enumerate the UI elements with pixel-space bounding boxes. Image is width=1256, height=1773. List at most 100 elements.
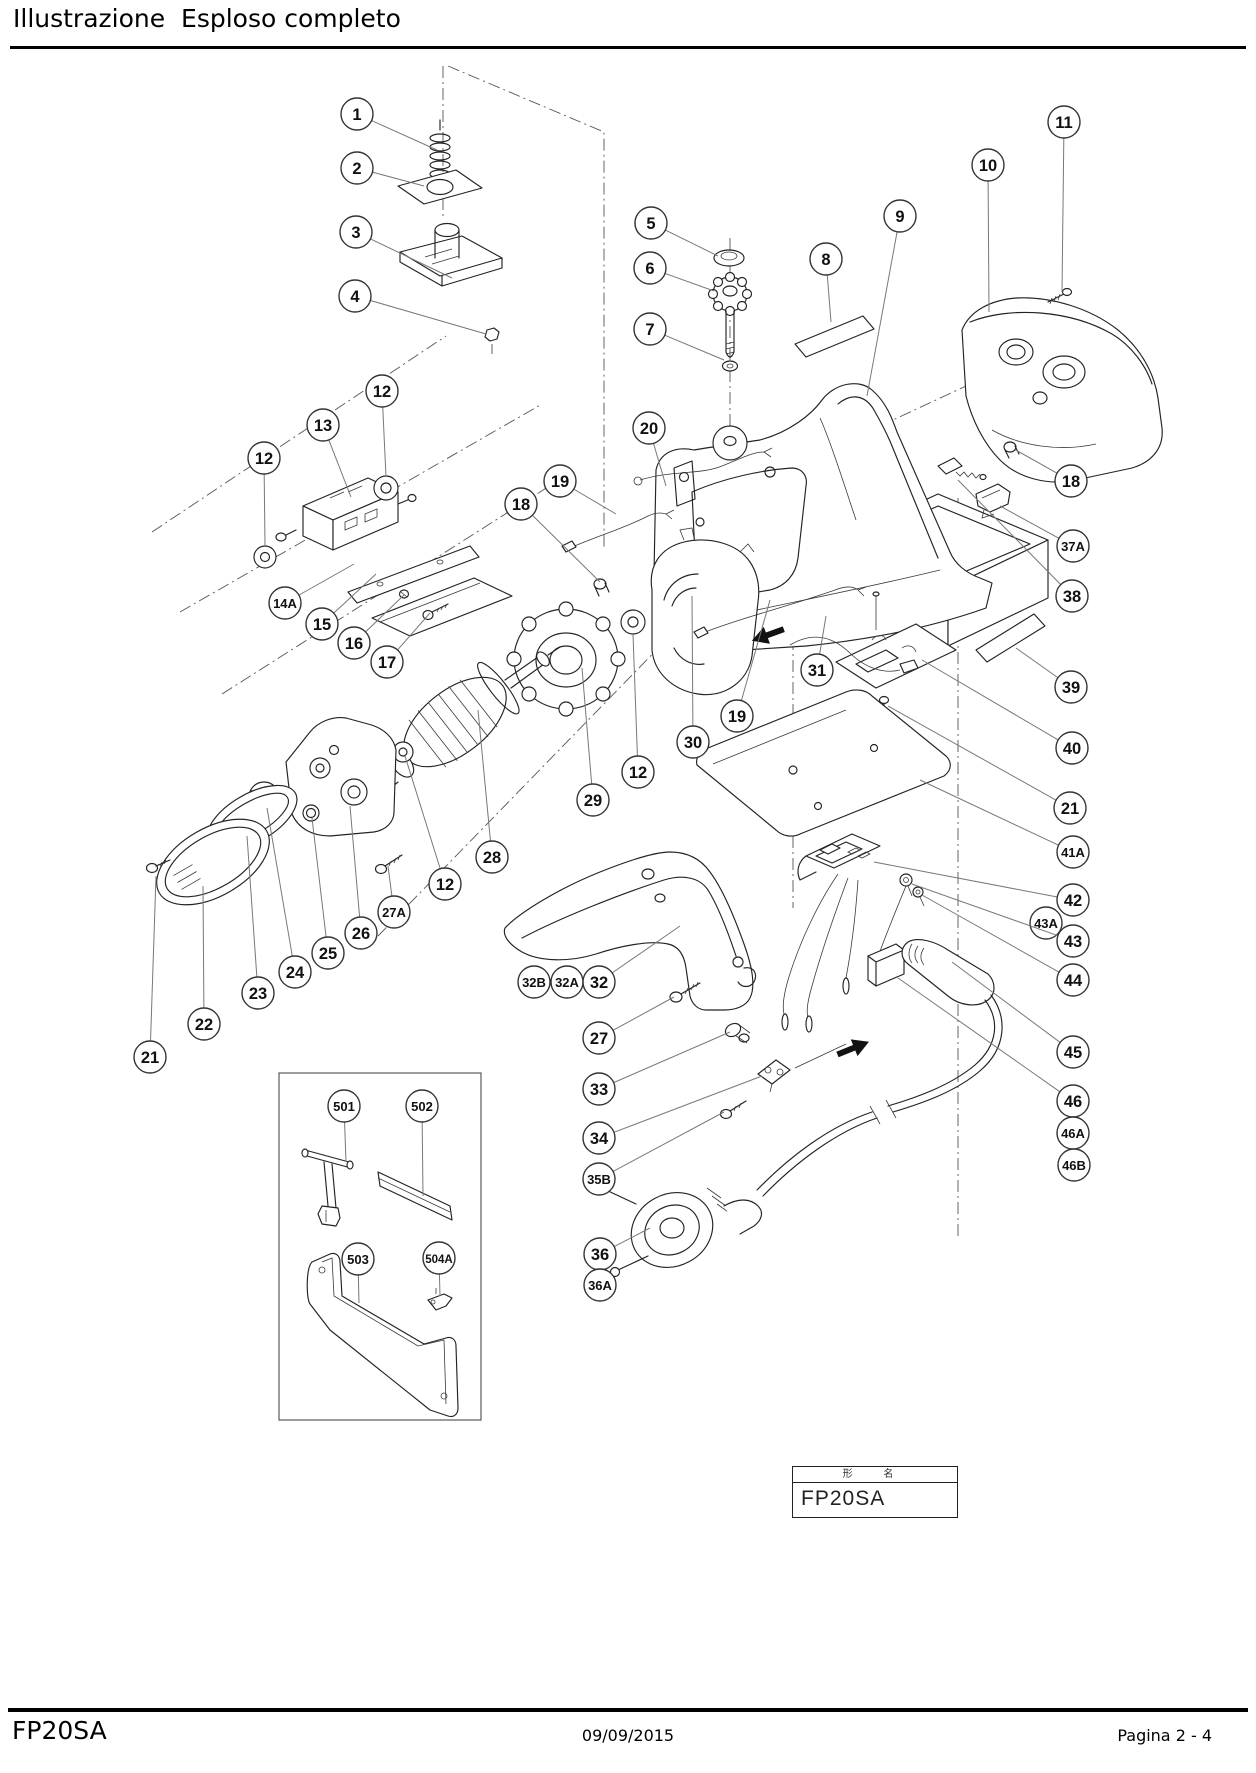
callout-3: 3 — [339, 215, 453, 279]
cord-protector — [901, 939, 995, 1006]
callout-12: 12 — [365, 374, 399, 478]
svg-text:32A: 32A — [555, 975, 579, 990]
rear-handle — [503, 851, 757, 1011]
svg-text:18: 18 — [1062, 473, 1080, 491]
svg-text:27A: 27A — [382, 905, 406, 920]
stator — [650, 527, 760, 696]
direction-arrows — [751, 626, 869, 1058]
callout-21: 21 — [887, 705, 1087, 825]
power-cord — [756, 994, 1003, 1197]
callout-30: 30 — [676, 595, 710, 759]
belt-drive — [145, 717, 403, 906]
svg-text:46: 46 — [1064, 1093, 1082, 1111]
callout-21: 21 — [133, 875, 167, 1074]
svg-text:30: 30 — [684, 734, 702, 752]
depth-adjust-parts — [397, 119, 503, 354]
switch-assembly — [797, 833, 881, 881]
svg-text:33: 33 — [590, 1081, 608, 1099]
svg-text:36: 36 — [591, 1246, 609, 1264]
callout-502: 502 — [405, 1089, 439, 1197]
footer-rule — [8, 1708, 1248, 1712]
svg-text:32B: 32B — [522, 975, 546, 990]
terminal-plate — [835, 591, 957, 689]
label-plate — [794, 315, 875, 358]
svg-text:6: 6 — [645, 260, 654, 278]
svg-text:41A: 41A — [1061, 845, 1085, 860]
svg-text:46A: 46A — [1061, 1126, 1085, 1141]
svg-text:37A: 37A — [1061, 539, 1085, 554]
svg-text:34: 34 — [590, 1130, 609, 1148]
footer-model: FP20SA — [12, 1716, 107, 1745]
callout-34: 34 — [582, 1075, 763, 1155]
callout-1: 1 — [340, 97, 438, 151]
switch-small-parts — [719, 1022, 847, 1120]
title-rule — [10, 46, 1246, 49]
guide-fence — [306, 1252, 459, 1418]
callout-36: 36 — [583, 1227, 651, 1271]
svg-text:22: 22 — [195, 1016, 213, 1034]
planer-blade — [377, 1171, 453, 1221]
footer-page-number: Pagina 2 - 4 — [1117, 1726, 1212, 1745]
svg-text:4: 4 — [350, 288, 360, 306]
callout-27A: 27A — [377, 865, 411, 929]
callout-6: 6 — [633, 251, 715, 292]
svg-text:45: 45 — [1064, 1044, 1082, 1062]
page-title: Illustrazione Esploso completo — [13, 4, 401, 33]
callout-504A: 504A — [422, 1241, 456, 1297]
wire-harnesses — [561, 447, 919, 674]
name-plate — [975, 613, 1046, 663]
svg-text:15: 15 — [313, 616, 331, 634]
svg-text:27: 27 — [590, 1030, 608, 1048]
svg-text:16: 16 — [345, 635, 363, 653]
callout-7: 7 — [633, 312, 725, 361]
callout-23: 23 — [241, 835, 275, 1010]
svg-text:20: 20 — [640, 420, 658, 438]
callout-503: 503 — [341, 1242, 375, 1304]
svg-text:40: 40 — [1063, 740, 1081, 758]
end-cover — [961, 297, 1163, 483]
svg-text:2: 2 — [352, 160, 361, 178]
svg-text:12: 12 — [629, 764, 647, 782]
callout-12: 12 — [404, 755, 462, 901]
svg-text:503: 503 — [347, 1252, 369, 1267]
callout-5: 5 — [634, 206, 719, 257]
brush-cap — [1003, 441, 1020, 459]
callout-24: 24 — [266, 807, 312, 989]
callout-27: 27 — [582, 996, 675, 1055]
svg-text:12: 12 — [373, 383, 391, 401]
callout-28: 28 — [475, 709, 509, 874]
model-name-header: 形 名 — [793, 1467, 957, 1483]
callout-33: 33 — [582, 1031, 731, 1106]
svg-text:10: 10 — [979, 157, 997, 175]
callout-36A: 36A — [583, 1268, 617, 1302]
svg-text:25: 25 — [319, 945, 337, 963]
callout-43A: 43A — [1029, 906, 1063, 940]
svg-text:19: 19 — [728, 708, 746, 726]
callout-29: 29 — [576, 667, 610, 817]
svg-text:44: 44 — [1064, 972, 1083, 990]
callout-39: 39 — [1015, 647, 1088, 704]
rubber-bearing — [620, 609, 646, 635]
callout-46A: 46A — [1056, 1116, 1090, 1150]
model-name-value: FP20SA — [801, 1487, 886, 1510]
callout-10: 10 — [971, 148, 1005, 313]
blade-setting-gauge — [427, 1288, 453, 1311]
svg-text:14A: 14A — [273, 596, 297, 611]
svg-text:43: 43 — [1064, 933, 1082, 951]
callout-26: 26 — [344, 805, 378, 950]
svg-text:24: 24 — [286, 964, 305, 982]
carbon-brush-and-holder — [937, 457, 1011, 519]
callout-4: 4 — [338, 279, 487, 335]
svg-text:21: 21 — [1061, 800, 1079, 818]
callout-2: 2 — [340, 151, 425, 187]
svg-text:12: 12 — [436, 876, 454, 894]
svg-text:28: 28 — [483, 849, 501, 867]
svg-text:46B: 46B — [1062, 1158, 1086, 1173]
callout-layer: 123456789101112131220191814A151617291230… — [133, 97, 1091, 1304]
svg-text:23: 23 — [249, 985, 267, 1003]
svg-text:501: 501 — [333, 1099, 355, 1114]
callout-44: 44 — [921, 894, 1090, 997]
callout-16: 16 — [337, 594, 405, 660]
